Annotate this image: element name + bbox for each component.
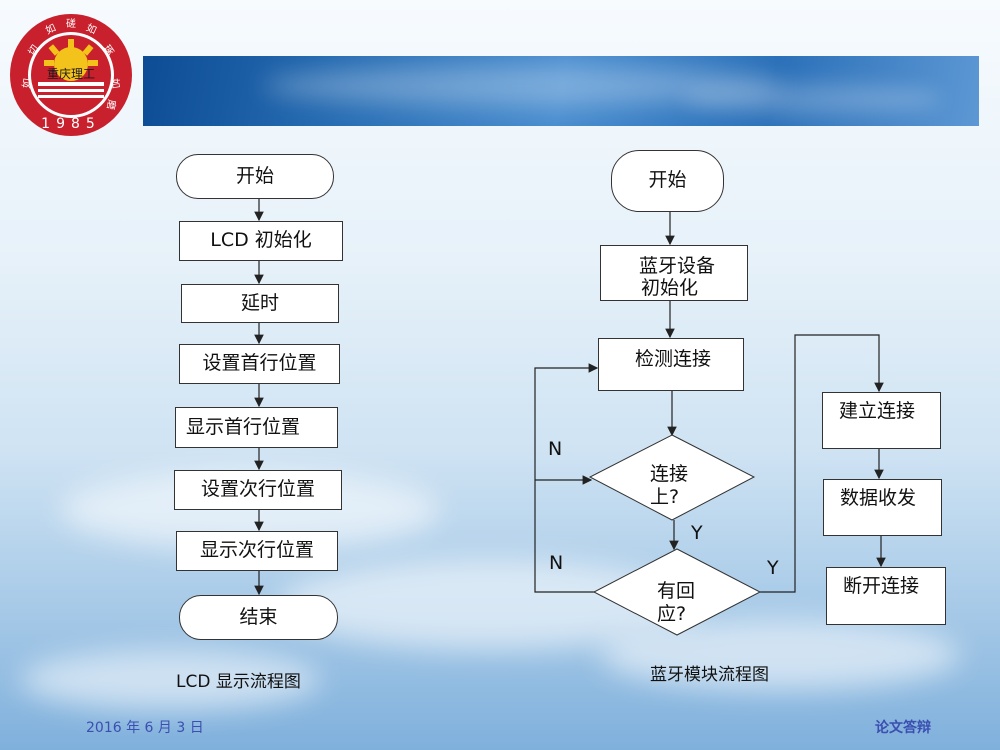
left-step-show-second-line: 显示次行位置 [176,531,338,571]
establish-label: 建立连接 [839,400,916,422]
decision2-line1: 有回 [657,580,696,602]
decision2-line2: 应? [657,602,687,625]
logo-year: 1985 [41,116,101,132]
label-n-connected: N [548,438,563,460]
label-n-response: N [549,552,564,574]
logo-inner-text: 重庆理工 [47,67,95,81]
detect-label: 检测连接 [635,348,712,370]
branch-line-y [760,334,884,593]
step-label: 设置首行位置 [202,352,317,375]
step-label: 显示首行位置 [186,415,301,438]
left-end: 结束 [179,595,338,640]
right-start-label: 开始 [648,169,687,192]
right-step-transfer: 数据收发 [823,479,942,536]
logo-ring-char: 如 [84,21,99,37]
label-y-connected: Y [691,522,703,544]
left-start-label: 开始 [235,164,274,187]
university-logo: 重庆理工 如 切 如 磋 如 琢 如 磨 1985 [10,14,132,136]
logo-ring-char: 如 [108,77,123,89]
left-step-set-first-line: 设置首行位置 [179,344,340,384]
right-caption: 蓝牙模块流程图 [650,665,769,685]
logo-ring-char: 磨 [104,99,118,111]
left-step-show-first-line: 显示首行位置 [175,407,338,448]
footer-title: 论文答辩 [875,720,931,736]
logo-ring-char: 磋 [66,18,76,30]
step-label: 显示次行位置 [199,539,314,562]
logo-ring-char: 如 [19,77,34,89]
step-label: 设置次行位置 [200,478,315,501]
right-step-bt-init: 蓝牙设备 初始化 [600,245,748,301]
left-step-set-second-line: 设置次行位置 [174,470,342,510]
right-step-establish: 建立连接 [822,392,941,449]
decision-connected-text: 连接 上? [650,463,688,509]
footer-date: 2016 年 6 月 3 日 [86,720,204,736]
decision-connected [588,434,756,521]
bt-init-line2: 初始化 [641,276,699,299]
logo-ring-char: 如 [43,21,58,37]
transfer-label: 数据收发 [840,487,917,509]
disconnect-label: 断开连接 [843,575,920,597]
decision-response [592,548,762,636]
left-end-label: 结束 [239,605,278,628]
left-step-delay: 延时 [181,284,339,323]
right-start: 开始 [611,150,724,212]
right-step-disconnect: 断开连接 [826,567,946,625]
decision1-line1: 连接 [650,463,689,485]
label-y-response: Y [767,557,779,579]
decision-response-text: 有回 应? [657,580,695,626]
background-cloud [600,620,960,690]
left-caption: LCD 显示流程图 [176,672,301,692]
step-label: 延时 [240,291,279,314]
left-start: 开始 [176,154,334,199]
decision1-line2: 上? [650,485,680,508]
step-label: LCD 初始化 [210,229,312,252]
right-step-detect: 检测连接 [598,338,744,391]
bt-init-line1: 蓝牙设备 [639,255,716,277]
left-step-lcd-init: LCD 初始化 [179,221,343,261]
header-banner [143,56,979,126]
background-cloud [20,650,320,710]
